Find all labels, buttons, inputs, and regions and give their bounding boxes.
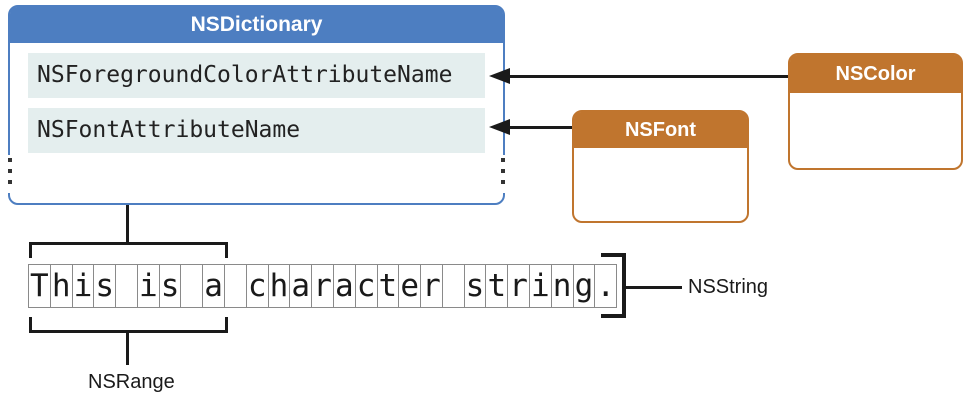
char-cell bbox=[225, 265, 247, 307]
char-cell: s bbox=[160, 265, 182, 307]
char-cell: h bbox=[269, 265, 291, 307]
char-cell: r bbox=[508, 265, 530, 307]
char-cell: T bbox=[29, 265, 51, 307]
dictionary-key-foreground-color: NSForegroundColorAttributeName bbox=[28, 53, 485, 98]
range-bracket-top-left-tick bbox=[29, 242, 32, 258]
nsfont-title: NSFont bbox=[624, 119, 697, 141]
nsfont-arrowhead-icon bbox=[489, 119, 510, 135]
nsstring-label-connector bbox=[626, 286, 682, 289]
nsstring-bracket-bottom bbox=[601, 314, 626, 318]
char-cell: i bbox=[530, 265, 552, 307]
char-cell: i bbox=[73, 265, 95, 307]
char-cell: r bbox=[312, 265, 334, 307]
nscolor-arrowhead-icon bbox=[489, 68, 510, 84]
char-cell bbox=[181, 265, 204, 307]
range-bracket-bottom-left-tick bbox=[29, 317, 32, 333]
char-cell: n bbox=[552, 265, 574, 307]
left-ellipsis-dots bbox=[8, 158, 12, 191]
nscolor-title: NSColor bbox=[835, 63, 916, 85]
char-cell bbox=[443, 265, 465, 307]
char-cell: . bbox=[596, 268, 616, 304]
dictionary-to-range-connector bbox=[126, 205, 129, 243]
nscolor-arrow-line bbox=[506, 75, 788, 78]
char-cell: g bbox=[574, 265, 596, 307]
char-cell: a bbox=[290, 265, 313, 307]
char-cell: c bbox=[247, 265, 269, 307]
char-cell: h bbox=[51, 265, 73, 307]
range-bracket-top bbox=[29, 242, 228, 245]
char-cell: t bbox=[378, 265, 400, 307]
nsdictionary-title: NSDictionary bbox=[190, 13, 323, 36]
nsdictionary-header: NSDictionary bbox=[10, 7, 503, 43]
nsfont-header: NSFont bbox=[574, 112, 747, 148]
char-cell: s bbox=[465, 265, 487, 307]
char-cell: s bbox=[94, 265, 117, 307]
char-cell bbox=[116, 265, 138, 307]
dictionary-key-font: NSFontAttributeName bbox=[28, 108, 485, 153]
nscolor-box: NSColor bbox=[788, 53, 963, 170]
char-cell: e bbox=[399, 265, 422, 307]
char-cell: a bbox=[203, 265, 226, 307]
nsfont-arrow-line bbox=[506, 126, 572, 129]
char-cell: a bbox=[334, 265, 356, 307]
nsfont-box: NSFont bbox=[572, 110, 749, 223]
nsrange-label: NSRange bbox=[88, 371, 175, 393]
range-bracket-bottom-right-tick bbox=[225, 317, 228, 333]
char-cell: r bbox=[421, 265, 443, 307]
nsstring-bracket-top bbox=[601, 253, 626, 257]
right-ellipsis-dots bbox=[501, 158, 505, 191]
nsstring-bracket-vertical bbox=[622, 253, 626, 318]
nscolor-header: NSColor bbox=[790, 55, 961, 93]
range-bracket-top-right-tick bbox=[225, 242, 228, 258]
char-cell: c bbox=[356, 265, 378, 307]
nsstring-label: NSString bbox=[688, 276, 769, 298]
char-cell: t bbox=[486, 265, 509, 307]
nsdictionary-box: NSDictionary NSForegroundColorAttributeN… bbox=[7, 5, 506, 205]
range-label-connector bbox=[126, 333, 129, 365]
range-bracket-bottom bbox=[29, 330, 228, 333]
char-cell: i bbox=[138, 265, 160, 307]
